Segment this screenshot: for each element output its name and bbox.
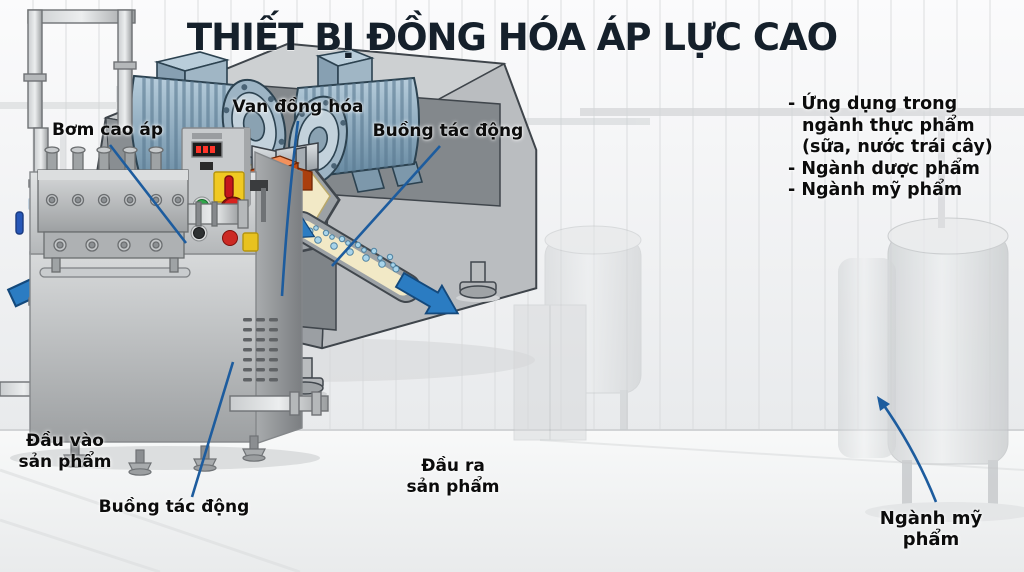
machine-shadow — [10, 446, 320, 470]
application-line: (sữa, nước trái cây) — [802, 137, 993, 157]
label-product-inlet: Đầu vào sản phẩm — [6, 431, 124, 473]
bottom-piping — [229, 391, 329, 416]
application-line: - Ngành mỹ phẩm — [788, 180, 963, 200]
warning-sticker — [242, 232, 259, 252]
label-machine-caption: Ngành mỹ phẩm — [879, 508, 983, 550]
label-product-inlet-line2: sản phẩm — [18, 452, 112, 472]
handle-bar[interactable] — [39, 267, 191, 278]
label-high-pressure-pump: Bơm cao áp — [51, 120, 164, 140]
center-background-equipment — [470, 118, 650, 441]
right-background-tanks — [580, 108, 1024, 522]
floor-seams — [0, 439, 1024, 572]
page-title: THIẾT BỊ ĐỒNG HÓA ÁP LỰC CAO — [186, 16, 838, 59]
louver-vents — [243, 318, 278, 382]
applications-list: - Ứng dụng trong ngành thực phẩm (sữa, n… — [788, 94, 1003, 202]
stop-button[interactable] — [222, 230, 238, 246]
application-line: ngành thực phẩm — [802, 115, 975, 136]
homogenizer-machine-photo — [0, 9, 329, 476]
application-line: - Ứng dụng trong — [788, 94, 958, 114]
label-product-inlet-line1: Đầu vào — [26, 431, 104, 451]
label-impact-chamber-top: Buồng tác động — [372, 121, 524, 141]
label-product-outlet-line2: sản phẩm — [406, 477, 500, 497]
control-box — [181, 127, 268, 222]
label-product-outlet: Đầu ra sản phẩm — [394, 456, 512, 498]
application-line: - Ngành dược phẩm — [788, 158, 980, 179]
label-homogenizing-valve: Van đồng hóa — [232, 97, 364, 117]
label-product-outlet-line1: Đầu ra — [421, 456, 485, 476]
label-impact-chamber-bottom: Buồng tác động — [98, 497, 250, 517]
aux-button[interactable] — [193, 227, 205, 239]
